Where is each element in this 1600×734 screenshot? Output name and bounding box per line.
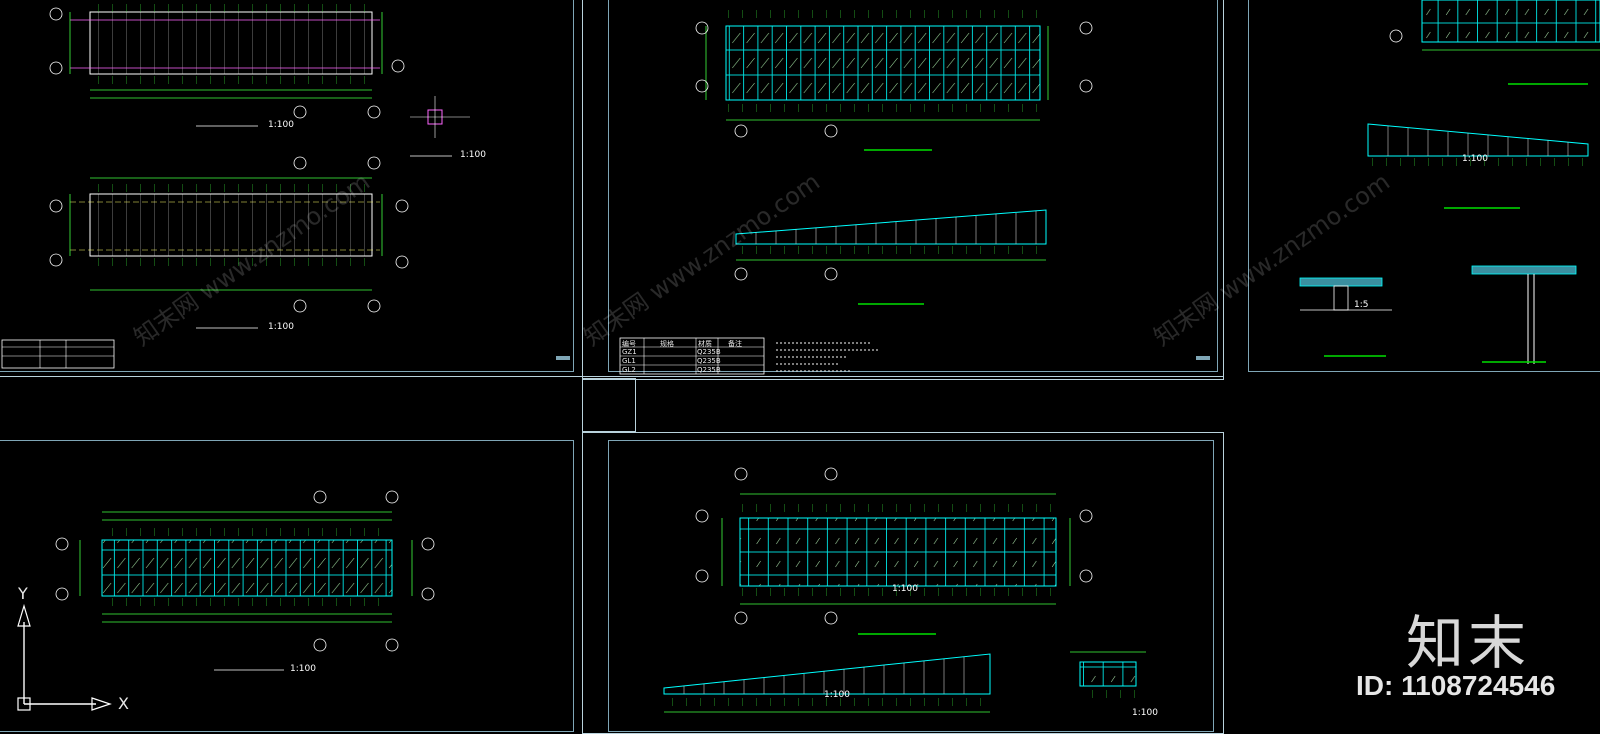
legend-table-header-4: 备注 [728,340,742,348]
brand-logo: 知末 [1406,609,1531,677]
plan-2-scale: 1:100 [268,322,294,332]
ucs-x-label: X [118,694,129,713]
sheet-small-block [582,378,636,432]
elevation-3 [663,653,991,713]
elevation-2 [1367,123,1589,209]
legend-row-1-id: GZ1 [622,348,637,356]
plan-6 [695,467,1093,635]
detail-2 [1471,265,1577,364]
elevation-2-scale: 1:100 [1462,154,1488,164]
elevation-1 [734,209,1047,305]
legend-table-header-3: 材质 [698,340,712,348]
sheet-top-middle-frame [582,0,1224,380]
plan-3 [695,10,1093,151]
ucs-y-label: Y [18,584,28,603]
plan-5-scale: 1:100 [290,664,316,674]
legend-row-1-mat: Q235B [697,348,721,356]
plan-6-scale: 1:100 [892,584,918,594]
member-table-grid [619,337,765,375]
sheet-top-middle [608,0,1218,372]
detail-1 [1299,277,1392,357]
detail-1-scale: 1:5 [1354,300,1369,310]
legend-row-2-mat: Q235B [697,357,721,365]
legend-row-2-id: GL1 [622,357,636,365]
ucs-icon [17,603,112,711]
column-detail-scale: 1:100 [460,150,486,160]
legend-row-3-id: GL2 [622,366,636,374]
legend-row-3-mat: Q235B [697,366,721,374]
plan-1-scale: 1:100 [268,120,294,130]
elevation-4 [1070,651,1146,698]
plan-5 [55,490,435,671]
plan-2 [49,156,409,329]
brand-id: ID: 1108724546 [1356,670,1556,701]
sheet-top-left [0,0,574,372]
sheet-1-mark [556,356,570,360]
column-detail-1 [410,96,470,157]
elevation-4-scale: 1:100 [1132,708,1158,718]
elevation-3-scale: 1:100 [824,690,850,700]
sheet-2-mark [1196,356,1210,360]
legend-table-header-1: 编号 [622,340,636,348]
sheet-top-right [1248,0,1600,372]
legend-table-header-2: 规格 [660,340,674,348]
sheet-row-divider [0,376,1224,378]
general-notes [776,342,880,372]
plan-4-partial [1389,0,1600,85]
legend-table-grid [1,339,115,369]
plan-1 [49,4,405,127]
